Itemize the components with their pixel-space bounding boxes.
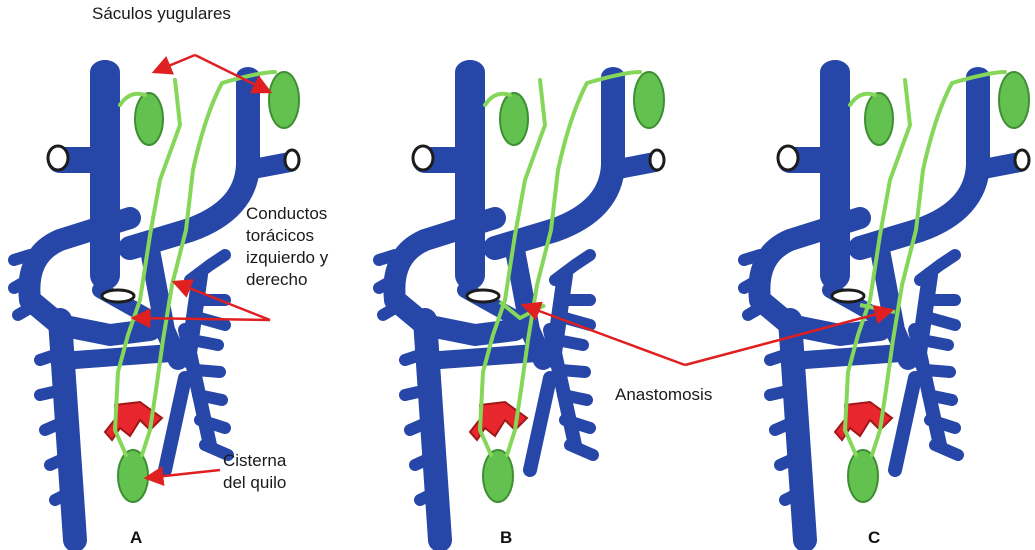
arrow-cisterna [146,470,220,478]
arrow-jugular-left [154,55,195,72]
panel-letter-a: A [130,528,142,548]
label-jugular-sacs: Sáculos yugulares [92,3,231,25]
panel-letter-b: B [500,528,512,548]
panel-b-venous-system [379,60,664,540]
label-anastomosis: Anastomosis [615,384,712,406]
panel-c-venous-system [744,60,1029,540]
label-cisterna: Cisterna del quilo [223,450,286,494]
panel-letter-c: C [868,528,880,548]
label-thoracic-ducts: Conductos torácicos izquierdo y derecho [246,203,328,291]
